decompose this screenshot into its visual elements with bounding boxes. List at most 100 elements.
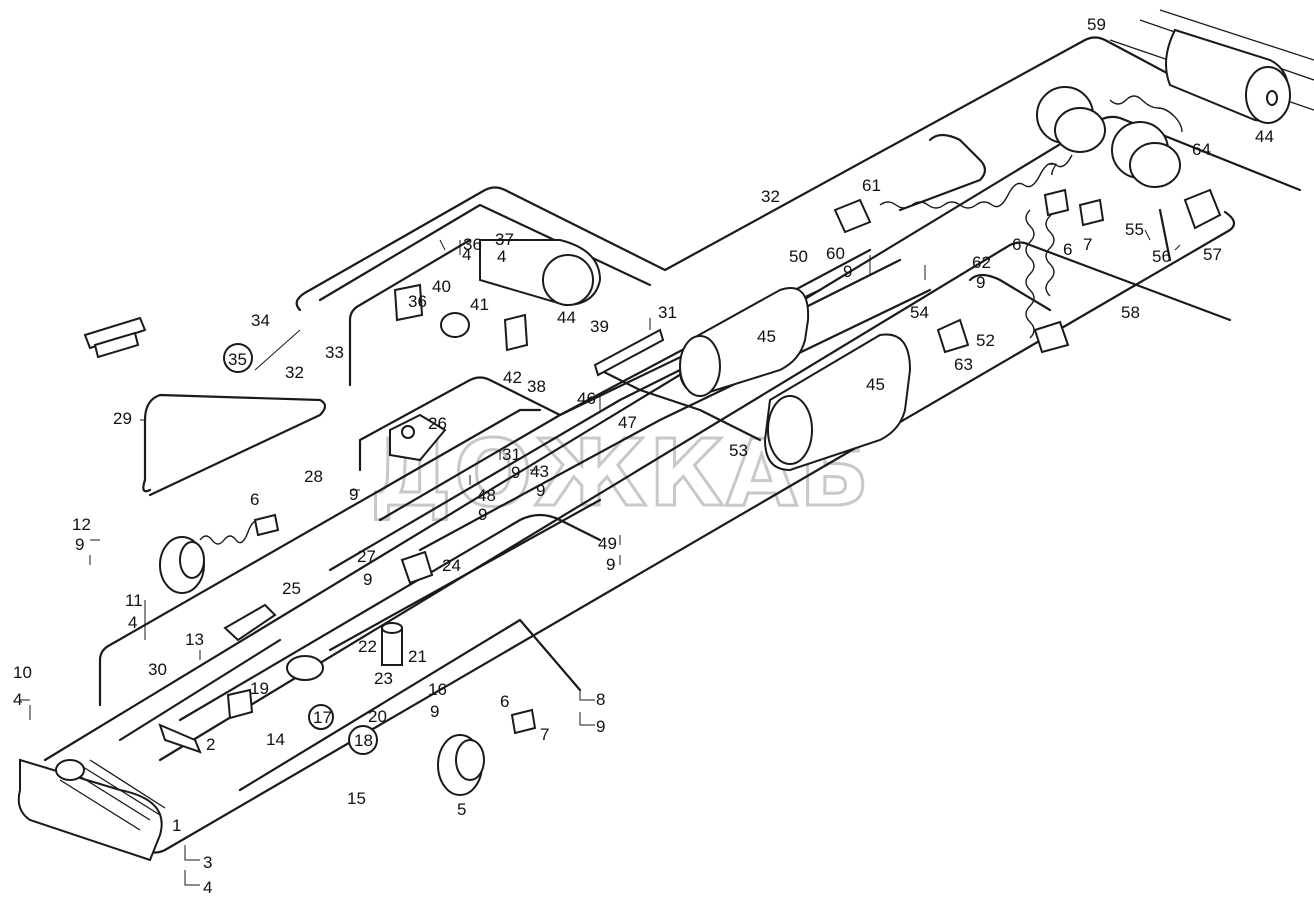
callout-9: 9 bbox=[606, 555, 615, 574]
callout-12: 12 bbox=[72, 515, 91, 534]
valves-7-rear bbox=[1043, 188, 1105, 227]
callout-45: 45 bbox=[866, 375, 885, 394]
callout-36: 36 bbox=[408, 292, 427, 311]
callout-14: 14 bbox=[266, 730, 285, 749]
valve-2 bbox=[158, 723, 202, 754]
callout-56: 56 bbox=[1152, 247, 1171, 266]
callout-54: 54 bbox=[910, 303, 929, 322]
valve-57 bbox=[1183, 188, 1222, 230]
callout-31: 31 bbox=[502, 445, 521, 464]
callout-62: 62 bbox=[972, 253, 991, 272]
callout-52: 52 bbox=[976, 331, 995, 350]
callout-6: 6 bbox=[250, 490, 259, 509]
compressor-1 bbox=[17, 758, 166, 862]
callout-46: 46 bbox=[577, 389, 596, 408]
callout-64: 64 bbox=[1192, 140, 1211, 159]
callout-circle-35 bbox=[223, 343, 253, 373]
callout-26: 26 bbox=[428, 414, 447, 433]
callout-61: 61 bbox=[862, 176, 881, 195]
callout-63: 63 bbox=[954, 355, 973, 374]
callout-25: 25 bbox=[282, 579, 301, 598]
callout-9: 9 bbox=[511, 463, 520, 482]
callout-9: 9 bbox=[843, 262, 852, 281]
callout-40: 40 bbox=[432, 277, 451, 296]
callout-6: 6 bbox=[500, 692, 509, 711]
callout-60: 60 bbox=[826, 244, 845, 263]
air-tank-44-trailer bbox=[1165, 28, 1291, 124]
callout-9: 9 bbox=[536, 481, 545, 500]
callout-45: 45 bbox=[757, 327, 776, 346]
callout-28: 28 bbox=[304, 467, 323, 486]
callout-30: 30 bbox=[148, 660, 167, 679]
callout-34: 34 bbox=[251, 311, 270, 330]
leader-lines bbox=[20, 229, 1181, 886]
callout-21: 21 bbox=[408, 647, 427, 666]
callout-circle-17 bbox=[308, 704, 334, 730]
callout-55: 55 bbox=[1125, 220, 1144, 239]
callout-19: 19 bbox=[250, 679, 269, 698]
callout-39: 39 bbox=[590, 317, 609, 336]
callout-4: 4 bbox=[497, 247, 506, 266]
callout-32: 32 bbox=[285, 363, 304, 382]
callout-42: 42 bbox=[503, 368, 522, 387]
callout-24: 24 bbox=[442, 556, 461, 575]
callout-6: 6 bbox=[1063, 240, 1072, 259]
callout-35: 35 bbox=[228, 350, 247, 369]
valve-21-22 bbox=[381, 622, 403, 666]
valve-26 bbox=[389, 413, 447, 462]
callout-36: 36 bbox=[463, 235, 482, 254]
callout-4: 4 bbox=[128, 613, 137, 632]
callout-58: 58 bbox=[1121, 303, 1140, 322]
callout-11: 11 bbox=[125, 591, 143, 610]
callout-27: 27 bbox=[357, 547, 376, 566]
callout-16: 16 bbox=[428, 680, 447, 699]
callout-18: 18 bbox=[354, 731, 373, 750]
callout-7: 7 bbox=[1083, 235, 1092, 254]
valve-20 bbox=[286, 655, 324, 681]
callout-13: 13 bbox=[185, 630, 204, 649]
callout-31: 31 bbox=[658, 303, 677, 322]
callout-circle-18 bbox=[348, 725, 378, 755]
callout-20: 20 bbox=[368, 707, 387, 726]
valve-61 bbox=[833, 198, 872, 234]
callout-9: 9 bbox=[430, 702, 439, 721]
air-tank-44-small bbox=[479, 239, 602, 307]
valve-52 bbox=[1033, 320, 1070, 354]
valve-24 bbox=[400, 550, 434, 585]
horns-29 bbox=[83, 316, 147, 359]
valve-25 bbox=[223, 603, 277, 642]
callout-6: 6 bbox=[1012, 235, 1021, 254]
callout-2: 2 bbox=[206, 735, 215, 754]
brake-chamber-front-left bbox=[159, 536, 205, 594]
callout-57: 57 bbox=[1203, 245, 1222, 264]
air-tank-45-upper bbox=[678, 287, 810, 397]
distribution-block-31 bbox=[593, 328, 665, 377]
callout-22: 22 bbox=[358, 637, 377, 656]
callout-37: 37 bbox=[495, 230, 514, 249]
callout-4: 4 bbox=[462, 245, 471, 264]
callout-9: 9 bbox=[75, 535, 84, 554]
callout-43: 43 bbox=[530, 462, 549, 481]
callout-3: 3 bbox=[203, 853, 212, 872]
callout-47: 47 bbox=[618, 413, 637, 432]
callout-29: 29 bbox=[113, 409, 132, 428]
callout-44: 44 bbox=[1255, 127, 1274, 146]
flex-hoses bbox=[199, 95, 1183, 545]
callout-5: 5 bbox=[457, 800, 466, 819]
spring-chamber-64-b bbox=[1111, 121, 1181, 188]
brake-chamber-5 bbox=[437, 734, 485, 796]
valve-40-41-42 bbox=[393, 283, 529, 352]
spring-chamber-64-a bbox=[1036, 86, 1106, 153]
callout-50: 50 bbox=[789, 247, 808, 266]
callout-labels: 1 2 3 4 4 4 4 4 5 6 6 6 6 7 7 7 8 9 9 9 … bbox=[13, 15, 1274, 897]
callout-4: 4 bbox=[203, 878, 212, 897]
callout-44: 44 bbox=[557, 308, 576, 327]
callout-7: 7 bbox=[540, 725, 549, 744]
callout-38: 38 bbox=[527, 377, 546, 396]
callout-10: 10 bbox=[13, 663, 32, 682]
air-tank-45-lower bbox=[763, 333, 912, 472]
callout-48: 48 bbox=[477, 486, 496, 505]
callout-9: 9 bbox=[976, 273, 985, 292]
